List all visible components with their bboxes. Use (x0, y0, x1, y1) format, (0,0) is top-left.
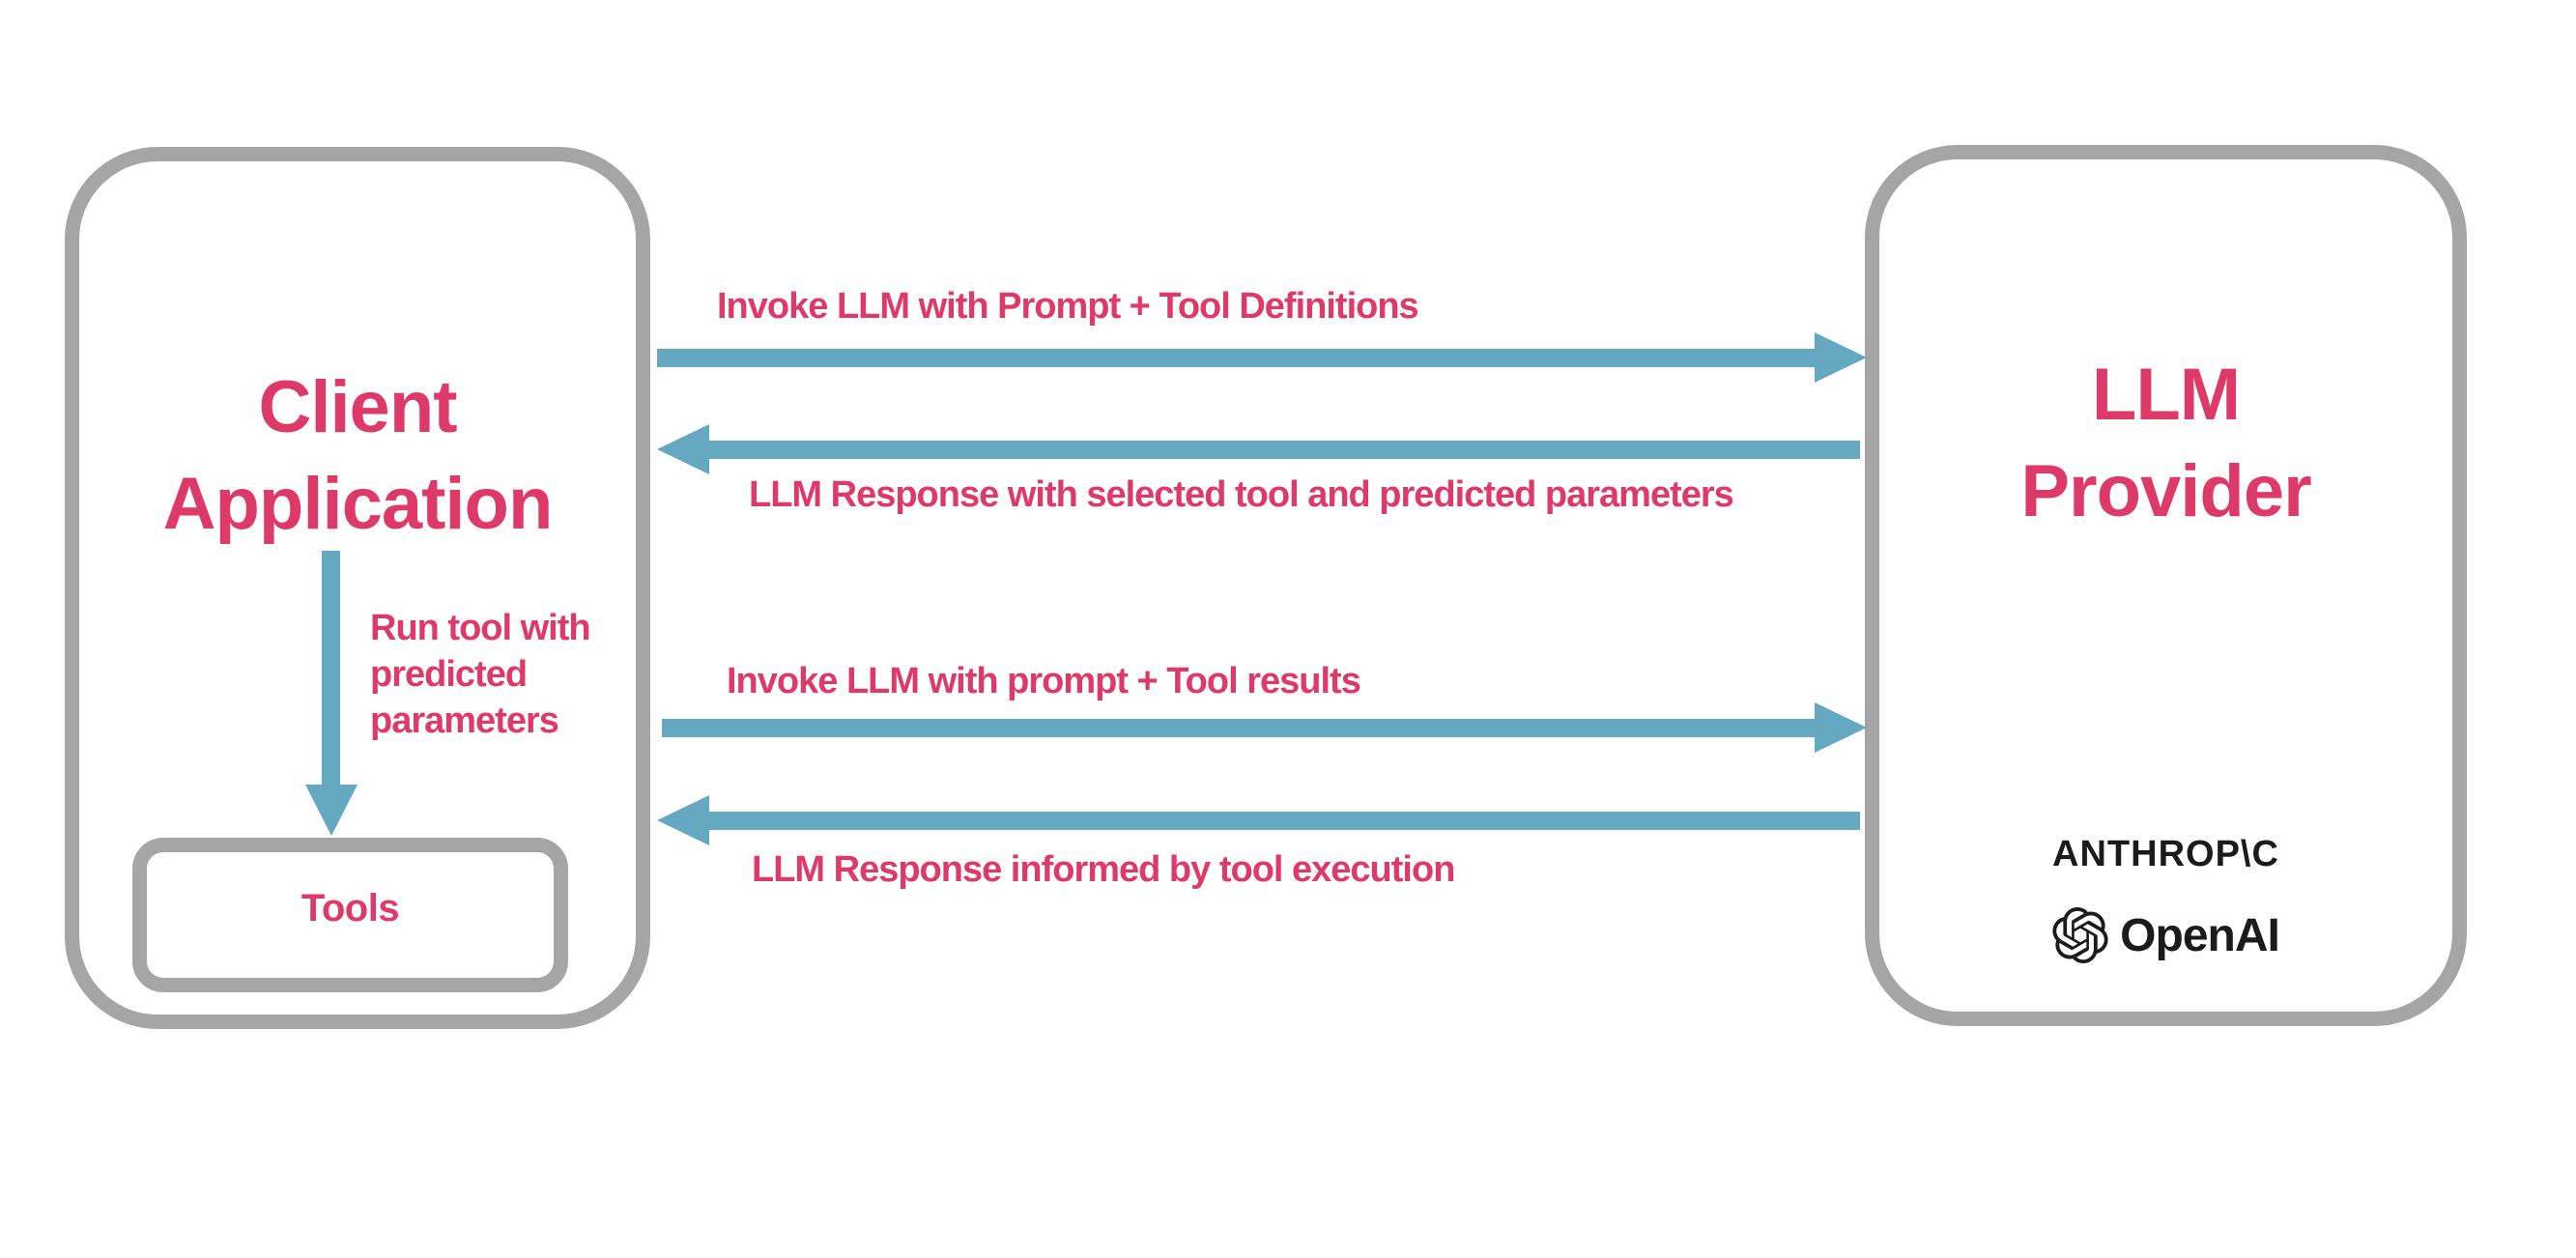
run-tool-arrow-head (305, 785, 358, 836)
run-tool-label: Run tool with predicted parameters (370, 608, 591, 741)
label-response-selected-tool: LLM Response with selected tool and pred… (749, 474, 1734, 515)
llm-title-line2: Provider (2020, 450, 2311, 532)
arrow-invoke-definitions-head (1815, 332, 1867, 383)
arrow-response-selected-shaft (709, 441, 1860, 459)
arrow-invoke-results-shaft (662, 719, 1815, 737)
openai-wordmark: OpenAI (2120, 909, 2280, 961)
label-invoke-prompt-tool-results: Invoke LLM with prompt + Tool results (727, 661, 1361, 701)
openai-logo: OpenAI (1865, 904, 2467, 966)
llm-provider-box (1865, 145, 2467, 1026)
tools-label: Tools (301, 886, 400, 929)
arrow-response-informed-head (657, 795, 709, 845)
arrow-response-selected-head (657, 424, 709, 474)
label-invoke-prompt-tool-definitions: Invoke LLM with Prompt + Tool Definition… (717, 286, 1419, 327)
arrow-response-informed-shaft (709, 812, 1860, 830)
llm-provider-title: LLM Provider (1865, 347, 2467, 540)
run-tool-arrow-shaft (322, 551, 340, 785)
openai-icon (2052, 907, 2108, 963)
tools-box: Tools (132, 838, 568, 992)
client-title-line2: Application (162, 463, 554, 545)
arrow-invoke-results-head (1815, 702, 1867, 753)
anthropic-logo: ANTHROP\C (2052, 834, 2279, 874)
client-application-title: Client Application (65, 359, 650, 553)
client-title-line1: Client (258, 366, 457, 448)
llm-title-line1: LLM (2091, 354, 2241, 436)
arrow-invoke-definitions-shaft (657, 349, 1815, 367)
label-response-informed: LLM Response informed by tool execution (752, 849, 1455, 890)
